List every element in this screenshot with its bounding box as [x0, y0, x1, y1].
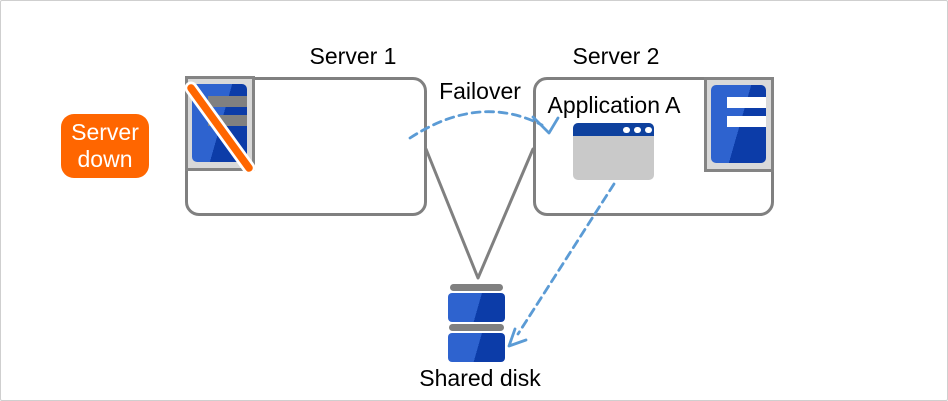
window-dot-icon [645, 126, 652, 133]
shared-disk-icon [448, 284, 505, 362]
window-dot-icon [623, 126, 630, 133]
app-window-titlebar [573, 123, 654, 136]
server-bar [727, 116, 766, 127]
shared-disk-label: Shared disk [419, 365, 541, 391]
server-icon [704, 77, 774, 172]
server-down-badge: Server down [61, 114, 149, 178]
slash-icon [184, 81, 256, 175]
server2-label: Server 2 [572, 43, 660, 69]
server1-label: Server 1 [309, 43, 397, 69]
window-dot-icon [634, 126, 641, 133]
server-bar [208, 115, 247, 126]
server-bar [208, 96, 247, 107]
server-tower [711, 85, 766, 163]
disk-platter [448, 333, 505, 362]
server-disk-connector-lines [424, 147, 535, 280]
failover-label: Failover [439, 78, 521, 104]
app-to-disk-arrowhead-icon [507, 327, 528, 348]
app-window-icon [573, 123, 654, 180]
disk-cap [450, 284, 503, 291]
server-bar [727, 97, 766, 108]
application-label: Application A [547, 92, 681, 118]
server-down-icon [184, 76, 256, 175]
disk-platter [448, 293, 505, 322]
disk-cap [449, 324, 504, 331]
